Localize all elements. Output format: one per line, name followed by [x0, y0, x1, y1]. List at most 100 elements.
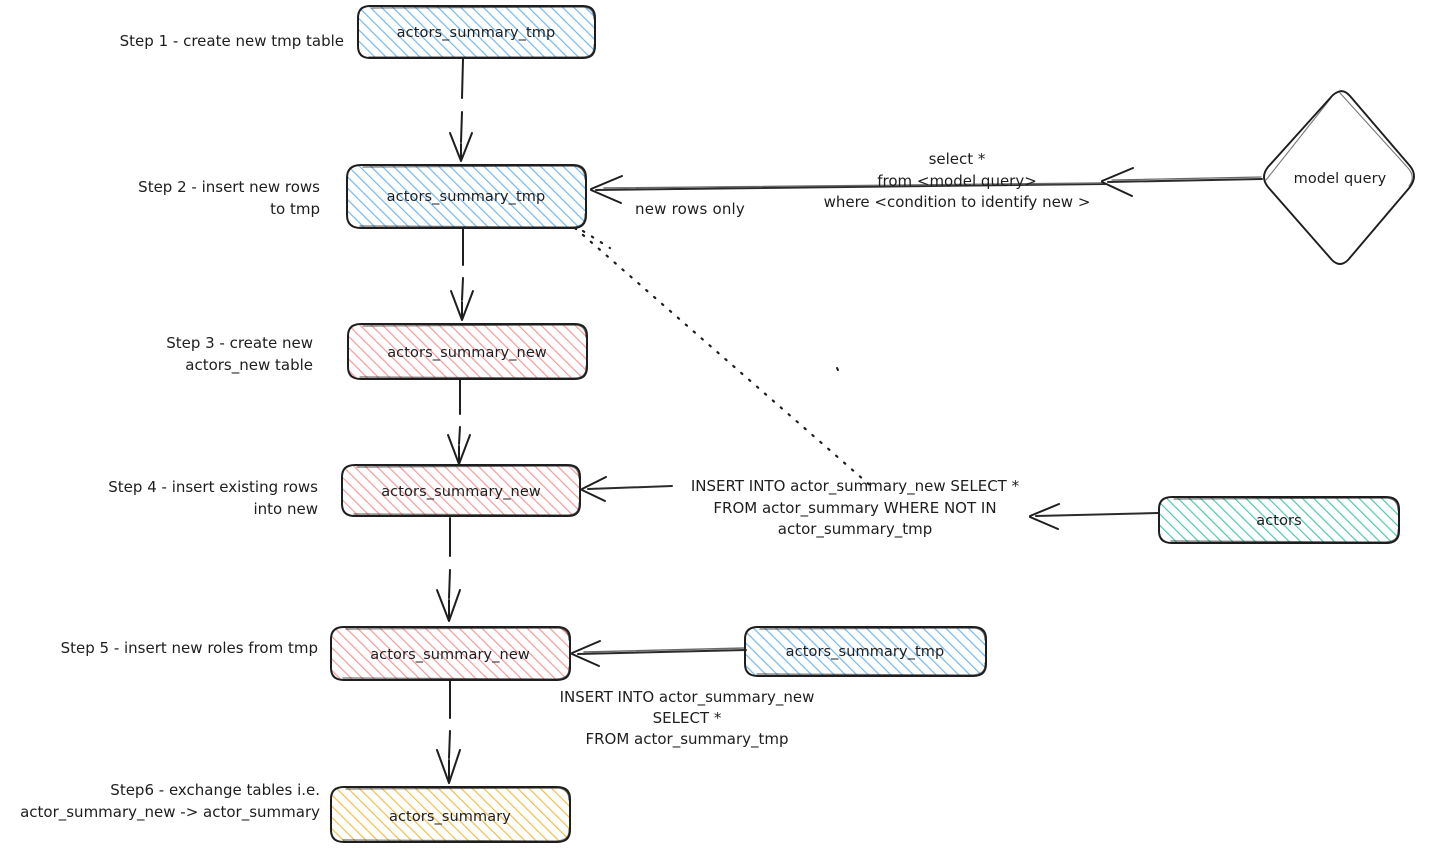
node-tmp-5-fill [745, 627, 986, 676]
arrow-shaft-2 [1111, 176, 1262, 181]
node-new-4-fill [342, 465, 580, 516]
step-2-group: Step 2 - insert new rows to tmp actors_s… [138, 164, 587, 229]
arrow-head [590, 175, 623, 204]
arrow-head [1101, 167, 1134, 197]
arrow-shaft [458, 379, 461, 445]
sql-line-1: INSERT INTO actor_summary_new SELECT * [691, 477, 1020, 496]
node-new-4-sketch [353, 465, 580, 516]
sql-line-2: FROM actor_summary WHERE NOT IN [713, 499, 996, 518]
step-6-label-line2: actor_summary_new -> actor_summary [20, 803, 320, 822]
node-tmp-1-label: actors_summary_tmp [397, 25, 556, 41]
arrow-shaft [577, 649, 747, 655]
model-query-sql-label: select * from <model query> where <condi… [824, 150, 1091, 211]
node-new-4[interactable]: actors_summary_new [341, 464, 581, 517]
arrow-new-rows-only: new rows only [590, 175, 1106, 218]
step-6-label-line1: Step6 - exchange tables i.e. [110, 781, 320, 799]
node-actors[interactable]: actors [1158, 496, 1400, 544]
arrow-step1-to-step2 [449, 58, 473, 162]
node-new-5-label: actors_summary_new [370, 647, 530, 663]
step-5-label: Step 5 - insert new roles from tmp [61, 639, 318, 657]
node-tmp-2-sketch [359, 165, 586, 228]
arrow-shaft-2 [603, 182, 1105, 189]
node-tmp-2-label: actors_summary_tmp [387, 189, 546, 205]
node-actors-label: actors [1256, 513, 1302, 529]
node-summary-6-border [330, 786, 571, 843]
node-summary-6-sketch [342, 787, 570, 842]
step-6-group: Step6 - exchange tables i.e. actor_summa… [20, 781, 571, 843]
dotted-line-main [573, 226, 874, 489]
arrow-shaft [461, 228, 464, 301]
arrow-shaft-2 [583, 647, 746, 653]
node-new-5-fill [331, 627, 570, 680]
arrow-head [447, 434, 471, 465]
sql-line-3: where <condition to identify new > [824, 193, 1091, 211]
node-tmp-2[interactable]: actors_summary_tmp [346, 164, 587, 229]
node-tmp-1[interactable]: actors_summary_tmp [357, 5, 596, 59]
dotted-line-speck [836, 367, 839, 371]
arrow-head [449, 132, 473, 162]
edge-label-new-rows-only: new rows only [635, 200, 745, 218]
node-tmp-1-sketch [368, 6, 595, 58]
arrow-shaft [448, 680, 451, 759]
node-tmp-2-border [346, 164, 587, 229]
node-model-query[interactable]: model query [1263, 90, 1415, 265]
node-tmp-2-fill [347, 165, 586, 228]
arrow-insert-existing-to-step4 [581, 476, 673, 502]
node-model-query-label: model query [1294, 171, 1387, 187]
dotted-connector-step2-to-step4 [573, 226, 874, 489]
step-3-label-line2: actors_new table [185, 356, 313, 375]
arrow-actors-to-sql [1029, 503, 1159, 530]
arrow-step5-to-step6 [436, 680, 461, 784]
step-1-label: Step 1 - create new tmp table [120, 32, 344, 50]
step-4-label-line2: into new [253, 500, 318, 518]
arrow-shaft [587, 485, 673, 490]
arrow-shaft [1035, 512, 1159, 517]
arrow-head [436, 589, 461, 622]
node-new-5[interactable]: actors_summary_new [330, 626, 571, 681]
node-tmp-5-border [744, 626, 987, 677]
node-new-3[interactable]: actors_summary_new [347, 323, 588, 380]
insert-from-tmp-sql-label: INSERT INTO actor_summary_new SELECT * F… [560, 688, 815, 749]
step-3-label-line1: Step 3 - create new [166, 334, 313, 352]
arrow-head [1029, 503, 1060, 530]
step-4-label-line1: Step 4 - insert existing rows [108, 478, 318, 496]
node-new-5-border [330, 626, 571, 681]
arrow-shaft [595, 183, 1106, 191]
step-2-label-line2: to tmp [270, 200, 320, 218]
node-summary-6[interactable]: actors_summary [330, 786, 571, 843]
arrow-head [450, 290, 474, 321]
node-new-3-label: actors_summary_new [387, 345, 547, 361]
insert-existing-sql-label: INSERT INTO actor_summary_new SELECT * F… [691, 477, 1020, 539]
node-tmp-5-sketch [756, 627, 986, 676]
node-actors-fill [1159, 497, 1399, 543]
sql-line-1: INSERT INTO actor_summary_new [560, 688, 815, 707]
sql-line-3: FROM actor_summary_tmp [585, 730, 788, 749]
arrow-tmp5-to-step5 [571, 640, 747, 667]
arrow-head [571, 640, 601, 667]
sql-line-2: SELECT * [653, 709, 722, 727]
step-2-label-line1: Step 2 - insert new rows [138, 178, 320, 196]
arrow-head [436, 749, 461, 784]
node-actors-border [1158, 496, 1400, 544]
node-summary-6-fill [331, 787, 570, 842]
arrow-shaft [1107, 178, 1263, 183]
node-model-query-sketch [1265, 92, 1413, 187]
arrow-shaft [460, 58, 464, 143]
arrow-step4-to-step5 [436, 517, 461, 622]
arrow-model-query-out [1101, 167, 1263, 197]
step-1-group: Step 1 - create new tmp table actors_sum… [120, 5, 596, 59]
dotted-line-branch [581, 229, 612, 250]
step-5-group: Step 5 - insert new roles from tmp actor… [61, 626, 571, 681]
node-new-3-sketch [359, 324, 587, 379]
node-tmp-1-border [357, 5, 596, 59]
sql-line-1: select * [929, 150, 986, 168]
node-new-5-sketch [342, 627, 570, 680]
node-tmp-5[interactable]: actors_summary_tmp [744, 626, 987, 677]
node-summary-6-label: actors_summary [389, 809, 511, 825]
arrow-step3-to-step4 [447, 379, 471, 465]
node-tmp-1-fill [358, 6, 595, 58]
sql-line-2: from <model query> [877, 172, 1037, 190]
node-new-3-border [347, 323, 588, 380]
node-tmp-5-label: actors_summary_tmp [786, 644, 945, 660]
